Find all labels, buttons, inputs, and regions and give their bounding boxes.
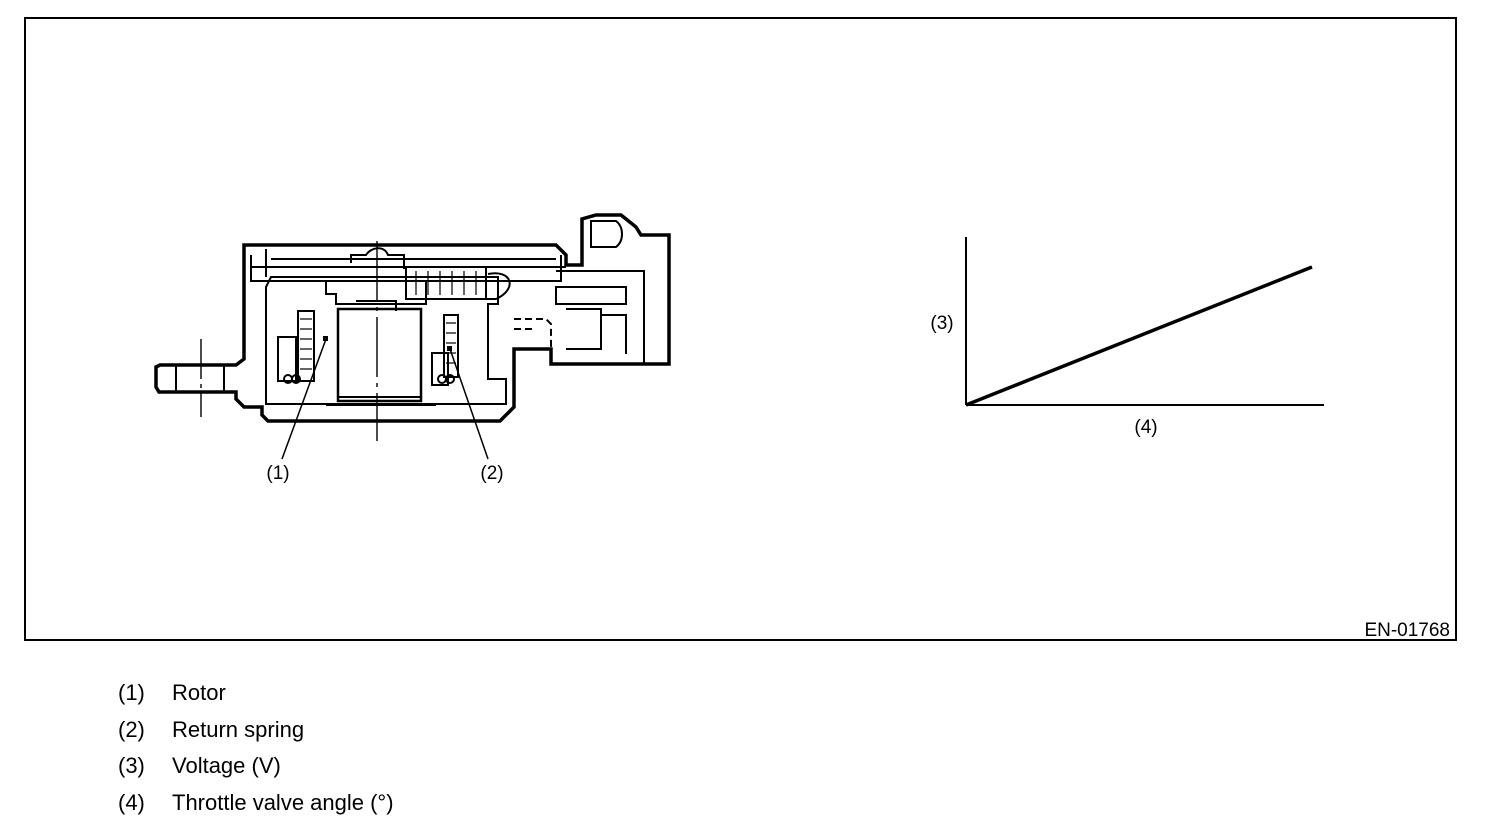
legend-label: Return spring [172, 717, 305, 742]
graph-x-label: (4) [1134, 417, 1157, 438]
legend-label: Throttle valve angle (°) [172, 790, 394, 815]
legend-number: (4) [118, 790, 145, 815]
legend-label: Rotor [172, 680, 226, 705]
throttle-sensor-cross-section [154, 213, 671, 423]
rotor-marker [323, 336, 328, 341]
leader-lines [281, 338, 489, 460]
callout-rotor: (1) [266, 463, 289, 484]
graph-characteristic-line [965, 265, 1313, 407]
center-lines [200, 241, 378, 441]
spring-marker [447, 346, 452, 351]
voltage-angle-graph: (3) (4) [930, 237, 1324, 438]
legend-number: (3) [118, 753, 145, 778]
callout-return-spring: (2) [480, 463, 503, 484]
graph-y-label: (3) [930, 313, 953, 334]
legend-label: Voltage (V) [172, 753, 281, 778]
figure-drawing: (1) (2) (3) (4) EN-01768 [154, 213, 1450, 641]
legend-number: (2) [118, 717, 145, 742]
figure-code: EN-01768 [1364, 620, 1450, 641]
legend-number: (1) [118, 680, 145, 705]
figure-frame: (1) (2) (3) (4) EN-01768 [24, 17, 1457, 641]
